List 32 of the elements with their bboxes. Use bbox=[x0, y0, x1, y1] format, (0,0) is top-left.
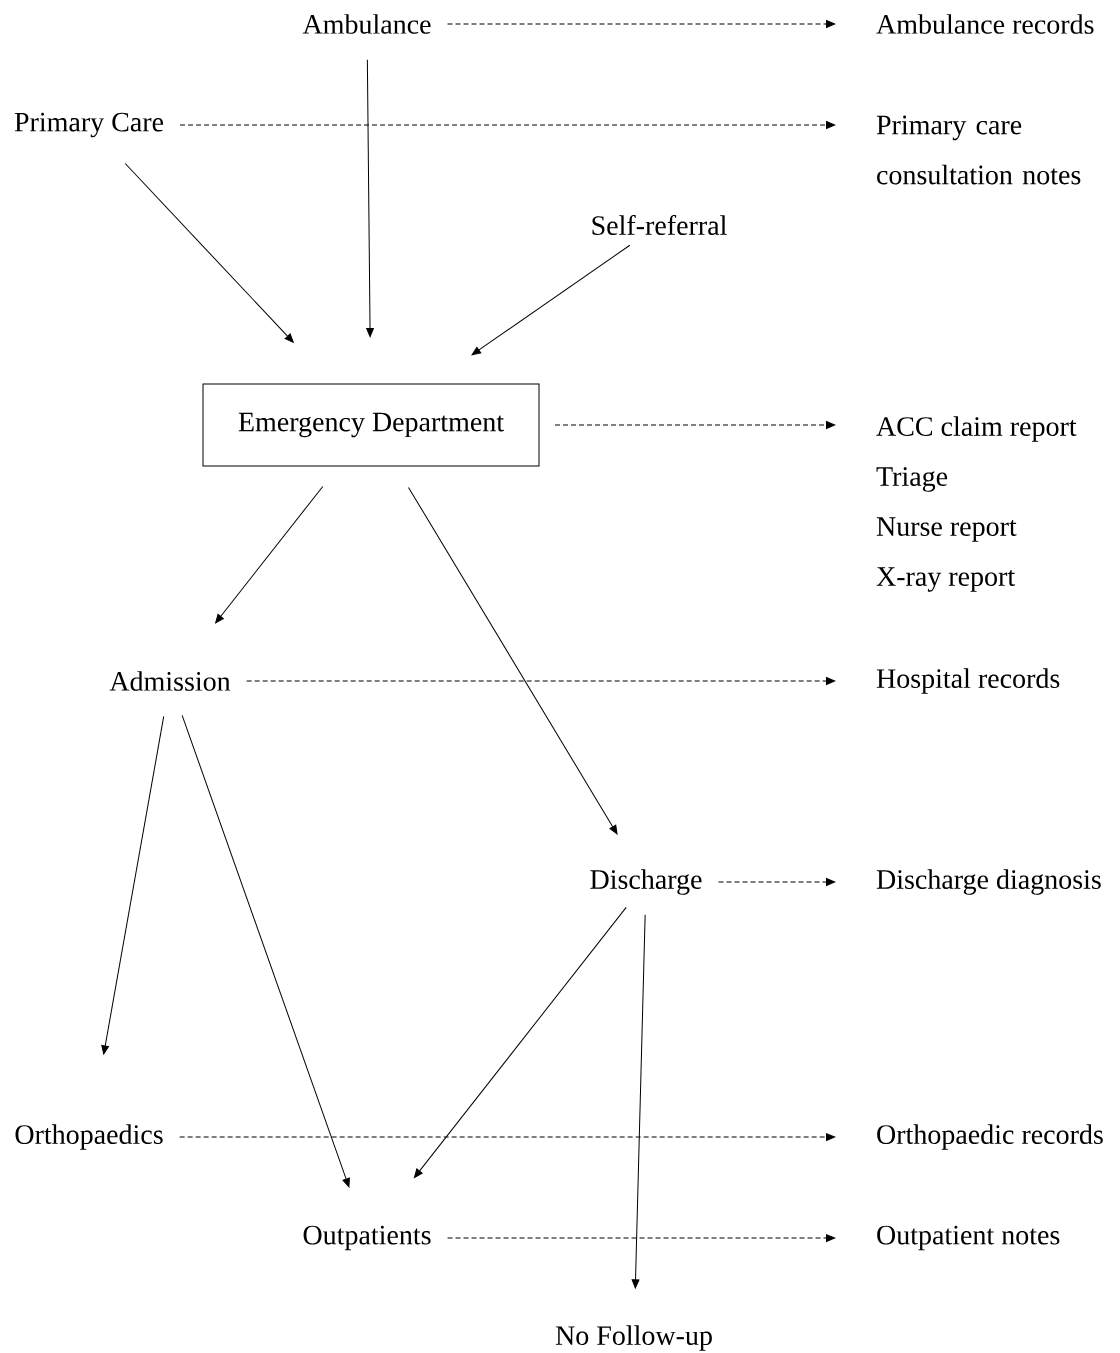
arrow bbox=[181, 714, 350, 1188]
arrow bbox=[124, 163, 294, 343]
record-label: Orthopaedic records bbox=[877, 1124, 1103, 1150]
stage-label: Ambulance bbox=[302, 14, 431, 34]
arrow bbox=[408, 486, 618, 835]
record-label: Ambulance records bbox=[876, 14, 1094, 34]
arrow bbox=[215, 485, 324, 624]
dashed-arrow bbox=[447, 20, 836, 28]
dashed-arrow bbox=[718, 878, 836, 886]
stage-label: Orthopaedics bbox=[15, 1124, 163, 1150]
process-box: Emergency Department bbox=[202, 383, 540, 467]
dashed-arrow bbox=[447, 1234, 836, 1242]
stage-label: Outpatients bbox=[303, 1225, 431, 1251]
arrow bbox=[471, 244, 631, 356]
stage-label: Primary Care bbox=[14, 112, 164, 138]
arrow bbox=[631, 914, 646, 1289]
dashed-arrow bbox=[179, 1133, 836, 1141]
stage-label: Admission bbox=[109, 671, 231, 691]
record-label: Discharge diagnosis bbox=[876, 869, 1101, 895]
record-label: Outpatient notes bbox=[877, 1225, 1060, 1251]
dashed-arrow bbox=[179, 121, 836, 129]
dashed-arrow bbox=[554, 421, 836, 429]
dashed-arrow bbox=[246, 677, 836, 685]
record-label: Primary care consultation notes bbox=[876, 115, 1081, 185]
arrow bbox=[101, 715, 165, 1055]
stage-label: Self-referral bbox=[592, 215, 727, 235]
stage-label: Discharge bbox=[590, 869, 702, 895]
record-label: Hospital records bbox=[876, 668, 1060, 694]
record-label: ACC claim report Triage Nurse report X-ray report bbox=[876, 416, 1077, 592]
stage-label: No Follow-up bbox=[555, 1325, 712, 1351]
arrow bbox=[366, 59, 374, 338]
arrow bbox=[413, 906, 627, 1178]
